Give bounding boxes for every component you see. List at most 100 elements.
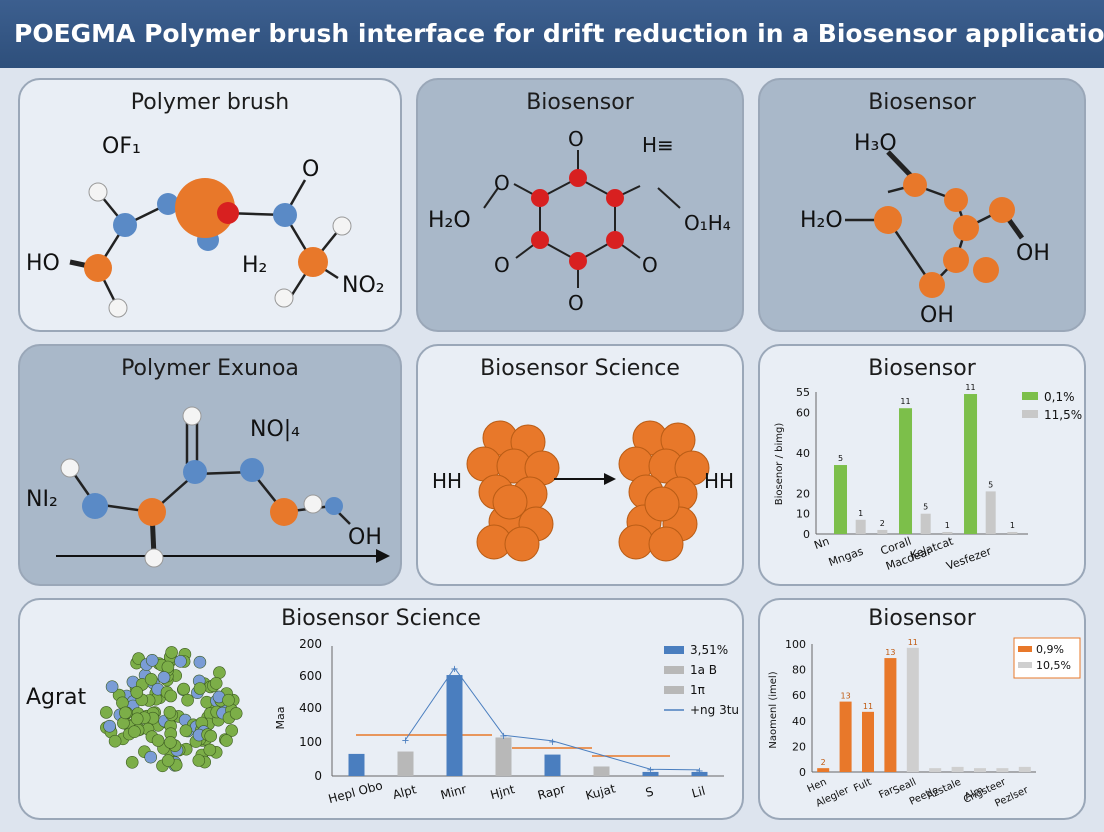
page-title: POEGMA Polymer brush interface for drift… (14, 19, 1104, 48)
bar (877, 529, 888, 534)
bar (642, 771, 659, 776)
bar (942, 531, 953, 534)
legend-swatch (664, 686, 684, 694)
particle (220, 734, 233, 747)
y-axis-label: Maa (274, 707, 287, 730)
y-tick-label: 60 (792, 689, 806, 702)
y-tick-label: 0 (799, 766, 806, 779)
bar (920, 513, 931, 534)
molecule-diagram-1: OF₁ HO H₂ O NO₂ (26, 134, 385, 318)
panel-polymer-brush: Polymer brush OF₁ HO H₂ O NO₂ (18, 78, 402, 332)
y-tick-label: 0 (314, 769, 322, 783)
cluster-label: HH (704, 469, 734, 493)
bar (996, 768, 1009, 772)
particle (103, 719, 116, 733)
side-label: Agrat (26, 685, 87, 710)
data-label: 11 (908, 638, 918, 647)
x-tick-label: Hepl Obo (327, 778, 384, 806)
line-point-marker: + (499, 731, 507, 742)
bar (593, 766, 610, 776)
nanoparticle-cluster (100, 646, 243, 773)
molecule-label: O (642, 253, 658, 277)
bar (884, 658, 897, 772)
panel-title: Biosensor (526, 90, 634, 115)
particle (193, 655, 207, 669)
y-tick-label: 80 (792, 664, 806, 677)
x-tick-label: Kelatcat (909, 534, 956, 562)
molecule-label: NI₂ (26, 487, 58, 512)
molecule-label: H₂O (800, 208, 843, 233)
x-tick-label: S (644, 784, 655, 799)
bar (929, 768, 942, 772)
y-tick-label: 40 (796, 447, 810, 460)
bar (839, 701, 852, 772)
molecule-label: NO|₄ (250, 417, 300, 442)
particle (192, 754, 206, 767)
particle (157, 671, 171, 684)
bar (691, 771, 708, 776)
bar (951, 766, 964, 772)
particle (130, 712, 144, 726)
data-label: 11 (965, 383, 975, 392)
y-tick-label: 400 (299, 701, 322, 715)
particle (125, 756, 139, 769)
data-label: 11 (863, 702, 873, 711)
x-tick-label: Alpt (391, 782, 418, 802)
molecule-label: O (568, 127, 584, 151)
line-point-marker: + (401, 736, 409, 747)
legend-label: 0,1% (1044, 390, 1075, 404)
chart-title: Biosensor Science (281, 606, 481, 631)
y-tick-label: 60 (796, 406, 810, 419)
particle (164, 689, 178, 703)
molecule-label: H₃O (854, 131, 897, 156)
particle (209, 677, 223, 690)
x-tick-label: Rapr (536, 782, 567, 803)
bar (817, 768, 830, 772)
bar (899, 408, 913, 534)
particle (128, 725, 141, 738)
legend-swatch (1018, 662, 1032, 668)
bar (1018, 766, 1031, 772)
legend-swatch (664, 666, 684, 674)
particle (204, 729, 217, 743)
panel-title: Biosensor (868, 90, 976, 115)
particle (177, 682, 190, 696)
y-tick-label: 100 (299, 735, 322, 749)
particle (144, 673, 158, 686)
particle (181, 693, 194, 707)
particle (119, 706, 132, 720)
particle (130, 686, 144, 699)
data-label: 2 (880, 519, 885, 528)
molecule-label: O₁H₄ (684, 211, 731, 235)
legend-label: 11,5% (1044, 408, 1082, 422)
y-tick-label: 100 (785, 638, 806, 651)
bar (446, 675, 463, 776)
molecule-label: H₂O (428, 208, 471, 233)
molecule-label: OF₁ (102, 134, 141, 159)
legend-label: 0,9% (1036, 643, 1064, 656)
molecule-label: OH (1016, 241, 1050, 266)
molecule-label: NO₂ (342, 273, 385, 298)
molecule-diagram-3: H₃O H₂O OH OH (800, 131, 1050, 328)
bar (906, 647, 919, 772)
particle (213, 666, 226, 679)
bar (397, 751, 414, 776)
y-axis-label: Naomenl (imel) (768, 671, 779, 748)
line-point-marker: + (450, 664, 458, 675)
molecule-label: H₂ (242, 253, 267, 278)
legend-swatch (664, 646, 684, 654)
y-axis-label: Biosenor / bimg) (774, 423, 785, 506)
particle (203, 743, 217, 757)
particle (225, 724, 238, 737)
y-tick-label: 200 (299, 637, 322, 651)
panel-polymer-exunoa: Polymer Exunoa NO|₄ NI₂ OH (18, 344, 402, 586)
molecule-label: OH (920, 303, 954, 328)
data-label: 13 (841, 692, 851, 701)
particle (179, 724, 193, 737)
bar (495, 737, 512, 776)
chart-title: Biosensor (868, 606, 976, 631)
particle (163, 706, 177, 719)
y-tick-label: 20 (792, 740, 806, 753)
